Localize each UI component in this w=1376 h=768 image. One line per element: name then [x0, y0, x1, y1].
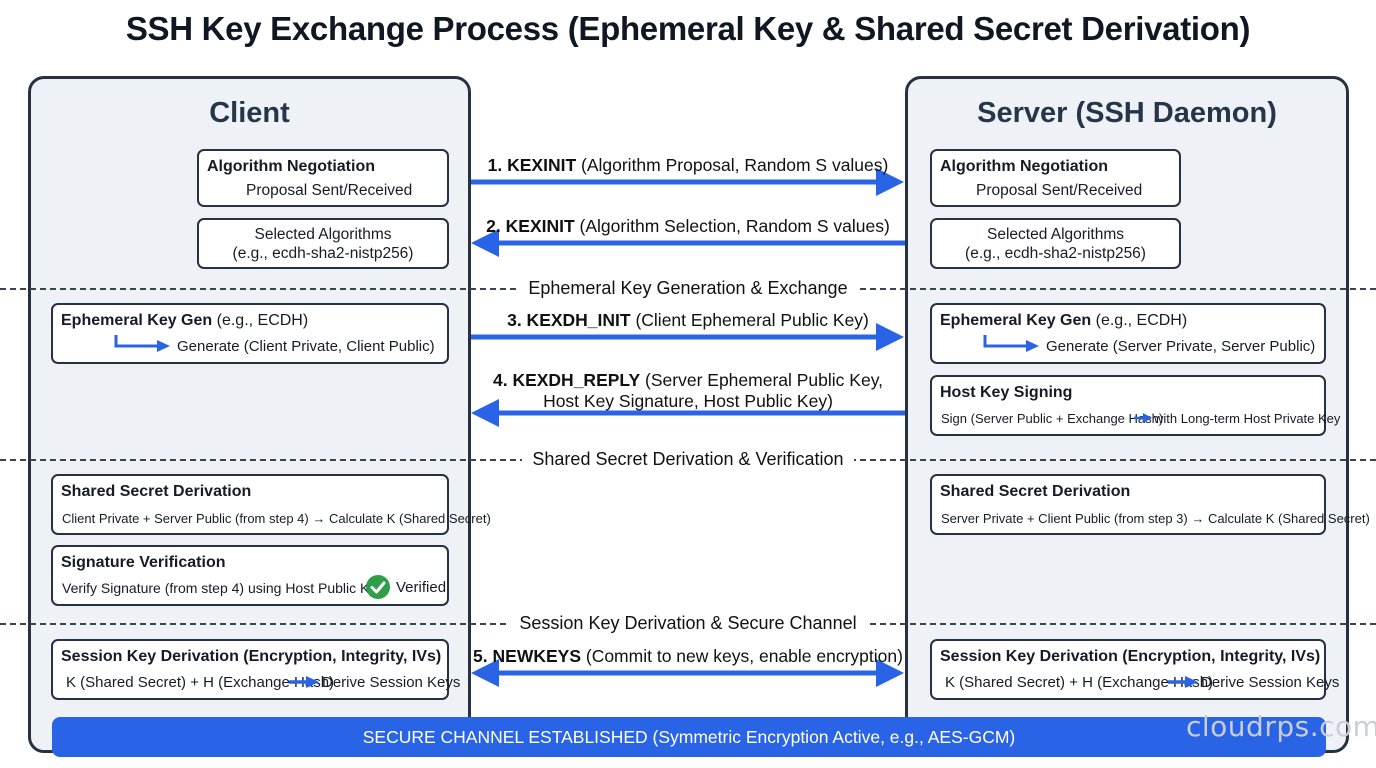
arrow-newkeys — [471, 659, 904, 687]
server-selected-algorithms-box: Selected Algorithms (e.g., ecdh-sha2-nis… — [930, 218, 1181, 269]
message-2-label: 2. KEXINIT (Algorithm Selection, Random … — [486, 216, 890, 236]
client-algorithm-negotiation-heading: Algorithm Negotiation — [207, 158, 375, 175]
client-ephemeral-key-gen-text: Generate (Client Private, Client Public) — [177, 338, 435, 355]
client-selected-algorithms-example: (e.g., ecdh-sha2-nistp256) — [232, 245, 414, 262]
server-session-key-heading: Session Key Derivation (Encryption, Inte… — [940, 648, 1321, 665]
server-algorithm-negotiation-text: Proposal Sent/Received — [976, 182, 1143, 199]
client-shared-secret-heading: Shared Secret Derivation — [61, 483, 252, 500]
server-host-key-signing-box: Host Key Signing Sign (Server Public + E… — [930, 375, 1340, 436]
client-signature-verification-heading: Signature Verification — [61, 554, 226, 571]
message-3-label: 3. KEXDH_INIT (Client Ephemeral Public K… — [507, 310, 869, 330]
message-4-label: 4. KEXDH_REPLY (Server Ephemeral Public … — [492, 370, 884, 411]
derive-arrow-icon — [289, 676, 319, 688]
server-ephemeral-key-gen-heading: Ephemeral Key Gen (e.g., ECDH) — [940, 312, 1188, 329]
client-session-key-heading: Session Key Derivation (Encryption, Inte… — [61, 648, 442, 665]
server-selected-algorithms-example: (e.g., ecdh-sha2-nistp256) — [965, 245, 1146, 262]
server-shared-secret-box: Shared Secret Derivation Server Private … — [930, 474, 1370, 535]
client-algorithm-negotiation-text: Proposal Sent/Received — [246, 182, 413, 199]
elbow-arrow-icon — [114, 335, 170, 352]
client-shared-secret-text: Client Private + Server Public (from ste… — [62, 511, 491, 526]
server-host-key-signing-key: with Long-term Host Private Key — [1154, 411, 1341, 426]
server-session-key-input: K (Shared Secret) + H (Exchange Hash) — [945, 674, 1214, 691]
client-ephemeral-key-gen-heading: Ephemeral Key Gen (e.g., ECDH) — [61, 312, 309, 329]
client-selected-algorithms-label: Selected Algorithms — [254, 226, 392, 243]
client-selected-algorithms-box: Selected Algorithms (e.g., ecdh-sha2-nis… — [197, 218, 449, 269]
server-algorithm-negotiation-heading: Algorithm Negotiation — [940, 158, 1108, 175]
server-selected-algorithms-label: Selected Algorithms — [987, 226, 1124, 243]
arrow-kexdh-init — [471, 323, 904, 351]
arrow-kexdh-reply — [471, 399, 905, 427]
server-host-key-signing-heading: Host Key Signing — [940, 384, 1073, 401]
phase-label-ephemeral: Ephemeral Key Generation & Exchange — [0, 278, 1376, 299]
client-title: Client — [209, 97, 290, 129]
verified-status-label: Verified — [396, 579, 447, 596]
server-session-key-box: Session Key Derivation (Encryption, Inte… — [930, 639, 1339, 700]
verified-check-icon — [366, 575, 390, 599]
server-ephemeral-key-gen-box: Ephemeral Key Gen (e.g., ECDH) Generate … — [930, 303, 1326, 364]
message-1-label: 1. KEXINIT (Algorithm Proposal, Random S… — [487, 155, 889, 175]
derive-arrow-icon — [1168, 676, 1198, 688]
server-shared-secret-heading: Shared Secret Derivation — [940, 483, 1131, 500]
server-title: Server (SSH Daemon) — [977, 97, 1277, 129]
client-session-key-box: Session Key Derivation (Encryption, Inte… — [51, 639, 460, 700]
phase-label-shared: Shared Secret Derivation & Verification — [0, 449, 1376, 470]
watermark: cloudrps.com — [1186, 710, 1376, 743]
arrow-kexinit-proposal — [471, 168, 904, 196]
client-algorithm-negotiation-box: Algorithm Negotiation Proposal Sent/Rece… — [197, 149, 449, 207]
message-5-label: 5. NEWKEYS (Commit to new keys, enable e… — [473, 646, 903, 666]
phase-label-session: Session Key Derivation & Secure Channel — [0, 613, 1376, 634]
client-shared-secret-box: Shared Secret Derivation Client Private … — [51, 474, 491, 535]
client-signature-verification-box: Signature Verification Verify Signature … — [51, 545, 449, 606]
server-shared-secret-text: Server Private + Client Public (from ste… — [941, 511, 1370, 526]
client-session-key-input: K (Shared Secret) + H (Exchange Hash) — [66, 674, 335, 691]
server-algorithm-negotiation-box: Algorithm Negotiation Proposal Sent/Rece… — [930, 149, 1181, 207]
client-ephemeral-key-gen-box: Ephemeral Key Gen (e.g., ECDH) Generate … — [51, 303, 449, 364]
client-signature-verification-text: Verify Signature (from step 4) using Hos… — [62, 580, 385, 596]
server-host-key-signing-input: Sign (Server Public + Exchange Hash) — [941, 411, 1164, 426]
client-session-key-output: Derive Session Keys — [322, 674, 461, 691]
arrow-kexinit-selection — [471, 229, 905, 257]
secure-channel-banner: SECURE CHANNEL ESTABLISHED (Symmetric En… — [52, 717, 1326, 757]
server-session-key-output: Derive Session Keys — [1201, 674, 1340, 691]
elbow-arrow-icon — [983, 335, 1039, 352]
diagram-title: SSH Key Exchange Process (Ephemeral Key … — [125, 10, 1251, 47]
sign-arrow-icon — [1134, 413, 1152, 423]
server-ephemeral-key-gen-text: Generate (Server Private, Server Public) — [1046, 338, 1316, 355]
